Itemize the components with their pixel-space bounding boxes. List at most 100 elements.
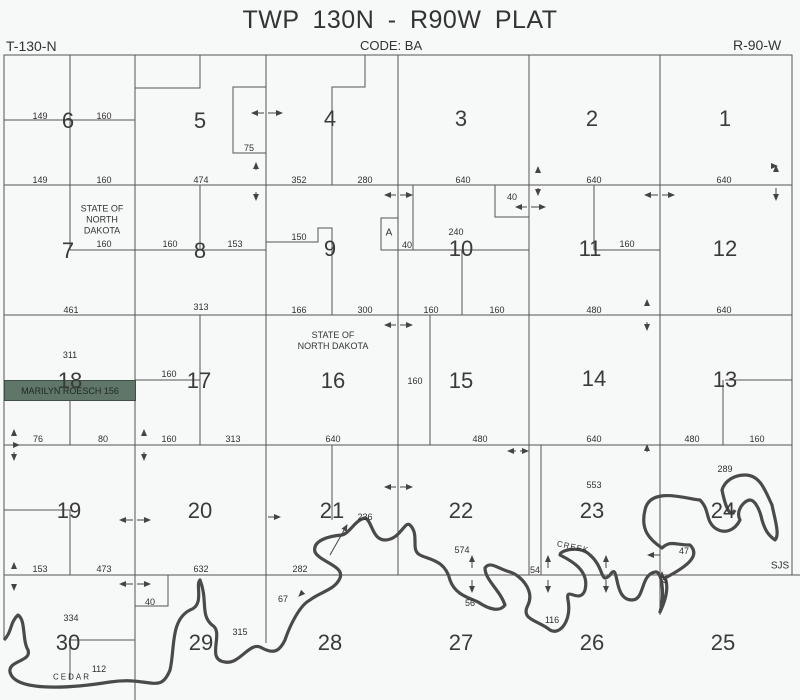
section-number[interactable]: 26 xyxy=(579,630,605,655)
section-number[interactable]: 28 xyxy=(317,630,343,655)
acreage-label: 640 xyxy=(716,175,732,185)
acreage-label: 640 xyxy=(325,434,341,444)
acreage-label: 480 xyxy=(586,305,602,315)
acreage-label: 240 xyxy=(448,227,464,237)
acreage-label: 153 xyxy=(32,564,48,574)
cedar-label: CEDAR xyxy=(52,672,92,682)
acreage-label: 80 xyxy=(97,434,109,444)
acreage-label: 311 xyxy=(62,350,78,360)
plat-title: TWP 130N - R90W PLAT xyxy=(242,6,558,34)
section-number[interactable]: 30 xyxy=(55,630,81,655)
acreage-label: 76 xyxy=(32,434,44,444)
section-number[interactable]: 25 xyxy=(710,630,736,655)
section-number[interactable]: 18 xyxy=(57,368,83,393)
acreage-label: 280 xyxy=(357,175,373,185)
acreage-label: 160 xyxy=(407,376,423,386)
section-number[interactable]: 2 xyxy=(585,106,599,131)
acreage-label: 5 xyxy=(662,575,668,585)
acreage-label: 300 xyxy=(357,305,373,315)
acreage-label: 160 xyxy=(161,434,177,444)
section-number[interactable]: 4 xyxy=(323,106,337,131)
section-number[interactable]: 16 xyxy=(320,368,346,393)
acreage-label: 56 xyxy=(464,598,476,608)
acreage-label: 289 xyxy=(717,464,733,474)
acreage-label: 313 xyxy=(193,302,209,312)
acreage-label: 75 xyxy=(243,143,255,153)
section-number[interactable]: 13 xyxy=(712,367,738,392)
acreage-label: 116 xyxy=(544,615,560,625)
acreage-label: 153 xyxy=(227,239,243,249)
section-number[interactable]: 7 xyxy=(61,238,75,263)
range-label: R-90-W xyxy=(733,37,782,53)
section-number[interactable]: 24 xyxy=(710,498,736,523)
acreage-label: 334 xyxy=(63,613,79,623)
acreage-label: 40 xyxy=(401,240,413,250)
section-number[interactable]: 14 xyxy=(581,366,607,391)
acreage-label: 160 xyxy=(162,239,178,249)
section-number[interactable]: 10 xyxy=(448,236,474,261)
section-number[interactable]: 21 xyxy=(319,498,345,523)
acreage-label: 480 xyxy=(472,434,488,444)
creek-path xyxy=(2,473,779,689)
acreage-label: 160 xyxy=(96,175,112,185)
acreage-label: 40 xyxy=(144,597,156,607)
township-label: T-130-N xyxy=(6,38,57,54)
acreage-label: 160 xyxy=(96,239,112,249)
acreage-label: 160 xyxy=(96,111,112,121)
section-number[interactable]: 8 xyxy=(193,238,207,263)
acreage-label: 160 xyxy=(489,305,505,315)
section-number[interactable]: 12 xyxy=(712,236,738,261)
acreage-label: 150 xyxy=(291,232,307,242)
acreage-label: 236 xyxy=(357,512,373,522)
acreage-label: 352 xyxy=(291,175,307,185)
acreage-label: 160 xyxy=(423,305,439,315)
acreage-label: 282 xyxy=(292,564,308,574)
acreage-label: 640 xyxy=(716,305,732,315)
acreage-label: 640 xyxy=(586,175,602,185)
section-number[interactable]: 15 xyxy=(448,368,474,393)
section-number[interactable]: 9 xyxy=(323,236,337,261)
acreage-label: 160 xyxy=(619,239,635,249)
acreage-label: 553 xyxy=(586,480,602,490)
section-number[interactable]: 1 xyxy=(718,106,732,131)
section-number[interactable]: 23 xyxy=(579,498,605,523)
section-number[interactable]: 22 xyxy=(448,498,474,523)
acreage-label: 313 xyxy=(225,434,241,444)
acreage-label: 149 xyxy=(32,175,48,185)
section-number[interactable]: 11 xyxy=(578,236,602,261)
acreage-label: 632 xyxy=(193,564,209,574)
code-label: CODE: BA xyxy=(360,38,423,53)
acreage-label: 474 xyxy=(193,175,209,185)
acreage-label: 67 xyxy=(277,594,289,604)
acreage-label: 149 xyxy=(32,111,48,121)
acreage-label: 461 xyxy=(63,305,79,315)
section-number[interactable]: 3 xyxy=(454,106,468,131)
parcel-owner-label: MARILYN ROESCH 156 xyxy=(21,386,119,396)
section-number[interactable]: 5 xyxy=(193,108,207,133)
section-number[interactable]: 20 xyxy=(187,498,213,523)
acreage-label: 112 xyxy=(91,664,107,674)
sjs-label: SJS xyxy=(770,560,790,572)
acreage-label: 40 xyxy=(506,192,518,202)
arrows xyxy=(11,110,779,597)
section-number[interactable]: 29 xyxy=(188,630,214,655)
acreage-label: 640 xyxy=(455,175,471,185)
acreage-label: 315 xyxy=(232,627,248,637)
section-number[interactable]: 17 xyxy=(186,368,212,393)
acreage-label: 160 xyxy=(161,369,177,379)
acreage-label: 473 xyxy=(96,564,112,574)
highlighted-parcel[interactable]: MARILYN ROESCH 156 xyxy=(4,380,136,401)
section-number[interactable]: 27 xyxy=(448,630,474,655)
acreage-label: 480 xyxy=(684,434,700,444)
parcel-a-label: A xyxy=(385,227,393,239)
section-number[interactable]: 19 xyxy=(56,498,82,523)
acreage-label: 47 xyxy=(678,546,690,556)
acreage-label: 54 xyxy=(529,565,541,575)
section-number[interactable]: 6 xyxy=(61,108,75,133)
acreage-label: 166 xyxy=(291,305,307,315)
acreage-label: 574 xyxy=(454,545,470,555)
acreage-label: 640 xyxy=(586,434,602,444)
